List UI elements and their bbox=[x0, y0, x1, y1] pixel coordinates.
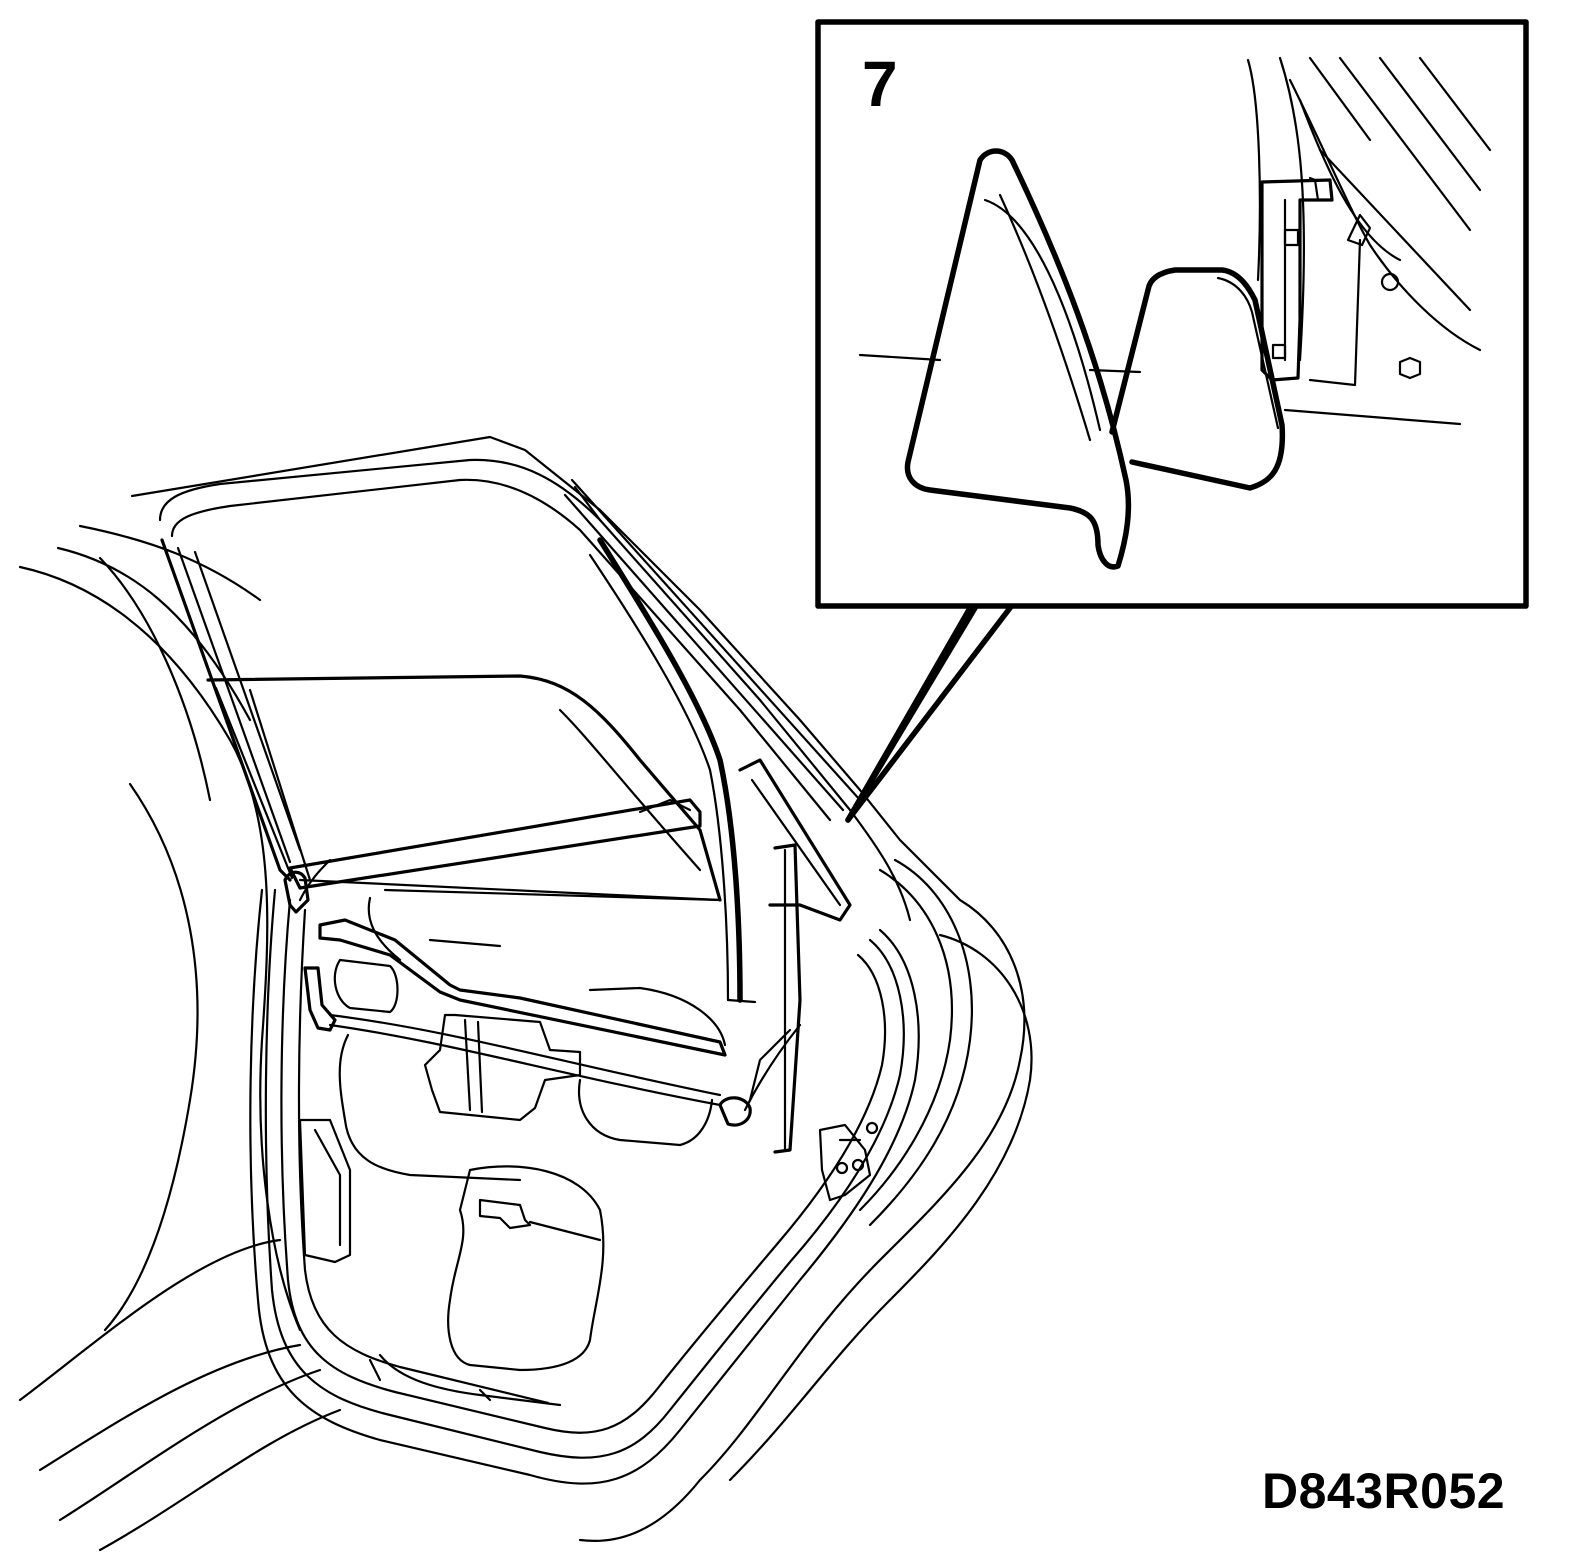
detail-inset bbox=[815, 19, 1529, 609]
door-inner-mechanism bbox=[283, 858, 879, 1407]
rear-door-frame bbox=[130, 435, 1033, 1542]
window-run-channel bbox=[588, 537, 852, 1154]
callout-pointer bbox=[845, 605, 1013, 823]
door-window-glass bbox=[206, 674, 722, 902]
callout-number-label: 7 bbox=[862, 48, 898, 120]
figure-code-label: D843R052 bbox=[1262, 1463, 1506, 1519]
